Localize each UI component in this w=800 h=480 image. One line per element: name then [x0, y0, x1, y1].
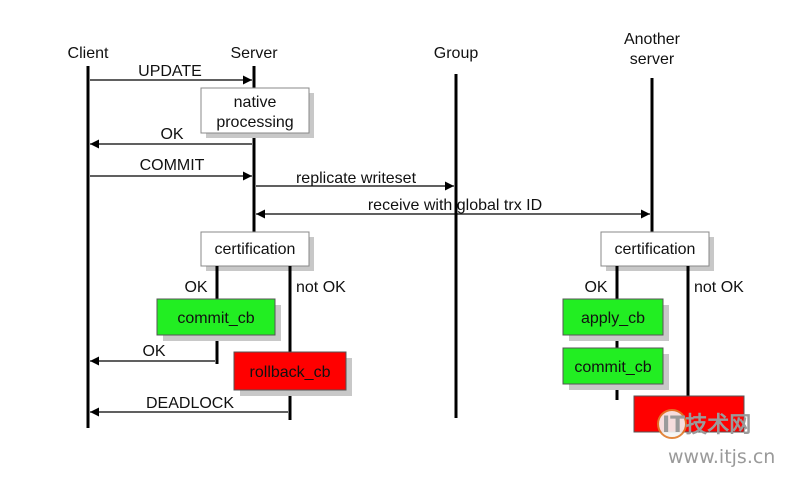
watermark-logo-icon: [657, 409, 687, 439]
commit-cb-server-label: commit_cb: [177, 310, 254, 327]
certification-server-label: certification: [215, 241, 296, 258]
client-label: Client: [68, 45, 109, 62]
certification-server-box: [200, 231, 310, 267]
apply-cb-label: apply_cb: [581, 310, 645, 327]
rollback-cb-another-box: [633, 395, 745, 433]
rollback-cb-label: rollback_cb: [250, 364, 331, 381]
another-server-label-line2: server: [630, 51, 675, 68]
commit-label: COMMIT: [140, 157, 205, 174]
watermark-logo-text: IT技术网: [662, 413, 751, 438]
another-not-ok-branch-label: not OK: [694, 279, 744, 296]
native-processing-box: [200, 87, 310, 134]
native-processing-line1: native: [234, 94, 277, 111]
receive-label: receive with global trx ID: [368, 197, 542, 214]
certification-another-label: certification: [615, 241, 696, 258]
ok-commit-label: OK: [142, 343, 165, 360]
certification-another-box: [600, 231, 710, 267]
rollback-cb-box: [233, 351, 347, 391]
server-not-ok-branch-label: not OK: [296, 279, 346, 296]
watermark: IT技术网 www.itjs.cn: [657, 409, 775, 468]
commit-cb-another-box: [562, 347, 664, 385]
server-ok-branch-label: OK: [184, 279, 207, 296]
group-label: Group: [434, 45, 479, 62]
commit-cb-server-box: [156, 298, 276, 336]
deadlock-label: DEADLOCK: [146, 395, 234, 412]
update-label: UPDATE: [138, 63, 202, 80]
native-processing-line2: processing: [216, 114, 293, 131]
replicate-label: replicate writeset: [296, 170, 417, 187]
server-label: Server: [230, 45, 278, 62]
another-server-label-line1: Another: [624, 31, 681, 48]
another-ok-branch-label: OK: [584, 279, 607, 296]
commit-cb-another-label: commit_cb: [574, 359, 651, 376]
watermark-url: www.itjs.cn: [668, 446, 775, 468]
ok-native-label: OK: [160, 126, 183, 143]
apply-cb-box: [562, 298, 664, 336]
